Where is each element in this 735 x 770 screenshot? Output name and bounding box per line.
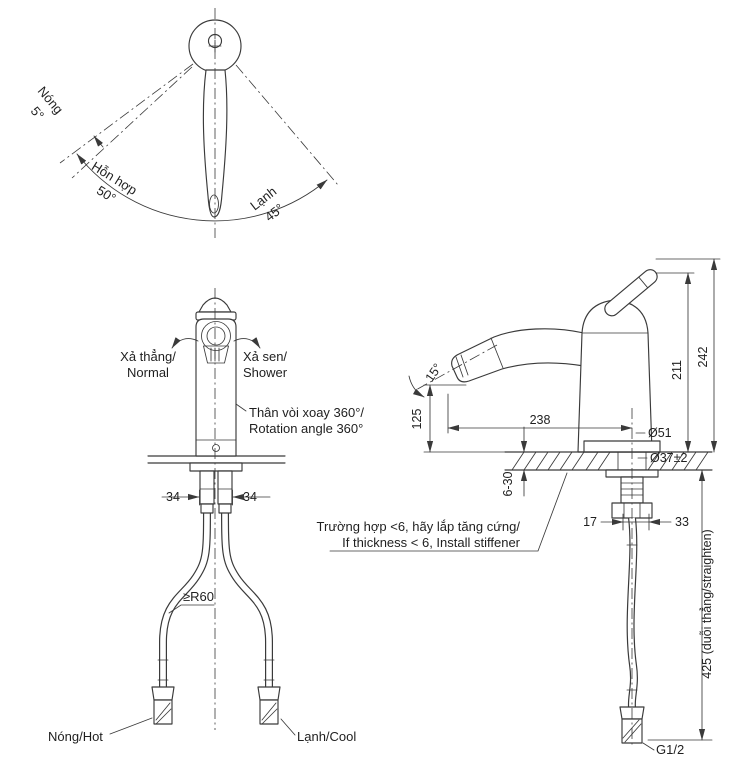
dim-34-right-label: 34	[243, 490, 257, 504]
spout-angle-label: 15°	[423, 361, 445, 385]
stiffener-note-en: If thickness < 6, Install stiffener	[342, 535, 521, 550]
dim-125-label: 125	[410, 409, 424, 430]
handle-top-view	[188, 19, 242, 218]
stiffener-note: Trường hợp <6, hãy lắp tăng cứng/ If thi…	[317, 472, 568, 552]
dim-deck-thickness-label: 6-30	[501, 471, 515, 496]
rotation-label-vi: Thân vòi xoay 360°/	[249, 405, 364, 420]
dia-base-label: Ø51	[648, 426, 672, 440]
rotation-leader-line	[235, 403, 247, 412]
dim-242-label: 242	[696, 347, 710, 368]
dim-17-label: 17	[583, 515, 597, 529]
flow-normal-label-vi: Xả thẳng/	[120, 349, 176, 364]
extension-lines-top	[649, 258, 721, 274]
deck-front	[147, 455, 286, 464]
thread-callout: G1/2	[642, 742, 684, 757]
dia-hole-callout: Ø37±2	[637, 451, 687, 465]
dim-34-left-label: 34	[166, 490, 180, 504]
dim-211-label: 211	[670, 360, 684, 380]
dia-base-callout: Ø51	[635, 426, 672, 440]
faucet-front	[195, 297, 237, 457]
front-view: 34 34 ≥R60 Xả thẳng/ Normal Xả sen/ Show…	[48, 288, 364, 744]
side-view: 125 238 211 242 Ø51 Ø37±2 6-30	[317, 258, 721, 757]
dim-33-label: 33	[675, 515, 689, 529]
dia-hole-label: Ø37±2	[650, 451, 687, 465]
mounting-hardware-front	[189, 462, 243, 505]
rotation-angle-diagram: Nóng 5° Hỗn hợp 50° Lạnh 45°	[28, 8, 339, 238]
swivel-arrows	[171, 337, 261, 349]
dim-238: 238	[447, 393, 633, 434]
dim-242: 242	[696, 258, 718, 453]
flow-shower-label-en: Shower	[243, 365, 288, 380]
dim-425: 425 (duỗi thẳng/straighten)	[647, 469, 714, 741]
cold-supply-label: Lạnh/Cool	[297, 729, 356, 744]
dim-425-label: 425 (duỗi thẳng/straighten)	[699, 529, 714, 678]
supply-hoses	[157, 503, 275, 687]
dim-deck-thickness: 6-30	[501, 426, 528, 497]
faucet-side	[451, 269, 661, 453]
hot-angle: 5°	[28, 104, 47, 123]
dim-34-34: 34 34	[161, 489, 271, 506]
dim-17-33: 17 33	[583, 513, 689, 531]
stiffener-note-vi: Trường hợp <6, hãy lắp tăng cứng/	[317, 519, 521, 534]
dim-125: 125	[410, 384, 506, 453]
thread-label: G1/2	[656, 742, 684, 757]
hot-supply-label: Nóng/Hot	[48, 729, 103, 744]
rotation-label-en: Rotation angle 360°	[249, 421, 363, 436]
flow-shower-label-vi: Xả sen/	[243, 349, 287, 364]
bend-radius-label: ≥R60	[183, 589, 214, 604]
hose-connector-right	[257, 686, 281, 725]
dim-238-label: 238	[530, 413, 551, 427]
bend-radius-callout: ≥R60	[168, 589, 215, 614]
hose-connector-left	[151, 686, 175, 725]
rotation-arc	[76, 135, 328, 222]
hot-leader-line	[109, 717, 153, 735]
cold-leader-line	[280, 718, 296, 736]
dim-211: 211	[670, 272, 692, 453]
flow-normal-label-en: Normal	[127, 365, 169, 380]
